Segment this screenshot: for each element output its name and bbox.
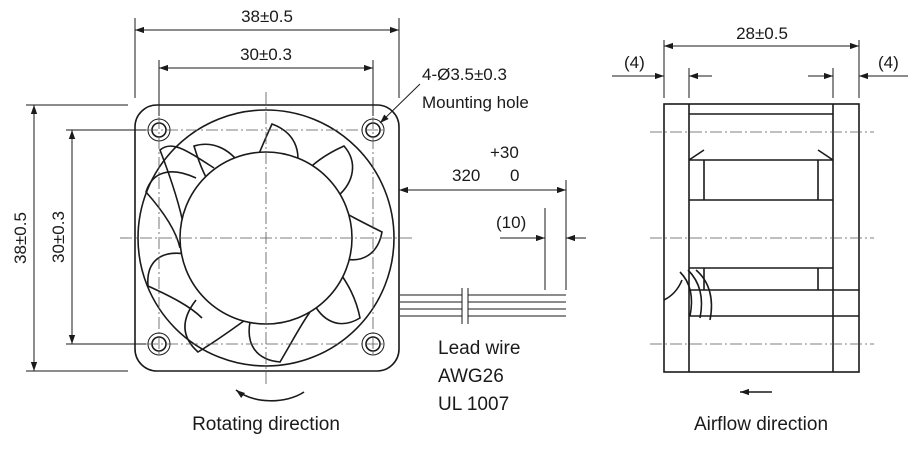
dim-flange-left-label: (4) <box>624 53 645 72</box>
dim-side-width-label: 28±0.5 <box>736 24 788 43</box>
dim-flange-right-label: (4) <box>878 53 899 72</box>
upper-shroud <box>688 113 834 201</box>
dim-top-inner-label: 30±0.3 <box>240 45 292 64</box>
dim-left-outer-label: 38±0.5 <box>11 212 30 264</box>
dim-left-inner-label: 30±0.3 <box>49 211 68 263</box>
mounting-hole-spec-label: 4-Ø3.5±0.3 <box>422 65 507 84</box>
strip-length-label: (10) <box>496 213 526 232</box>
wire-length-nominal: 320 <box>452 166 480 185</box>
lead-wire-line1: Lead wire <box>438 338 520 359</box>
dim-top-outer-label: 38±0.5 <box>241 7 293 26</box>
airflow-direction-caption: Airflow direction <box>694 414 828 435</box>
rotation-arrow <box>235 389 305 402</box>
mounting-hole-leader <box>379 83 421 124</box>
wire-length-tolerance-upper: +30 <box>490 143 519 162</box>
wire-length-tolerance-lower: 0 <box>510 166 519 185</box>
side-view: 28±0.5 (4) (4) Airflow direction <box>612 24 908 435</box>
venturi-ring <box>137 109 395 367</box>
lead-wire-line2: AWG26 <box>438 366 504 387</box>
wire-exit <box>663 269 713 321</box>
lead-wire-line3: UL 1007 <box>438 394 509 415</box>
mounting-hole-label: Mounting hole <box>422 93 529 112</box>
front-view: 38±0.5 30±0.3 38±0.5 30±0.3 4-Ø3.5±0.3 M… <box>11 7 586 435</box>
lead-wire <box>400 288 566 324</box>
rotating-direction-caption: Rotating direction <box>192 414 340 435</box>
